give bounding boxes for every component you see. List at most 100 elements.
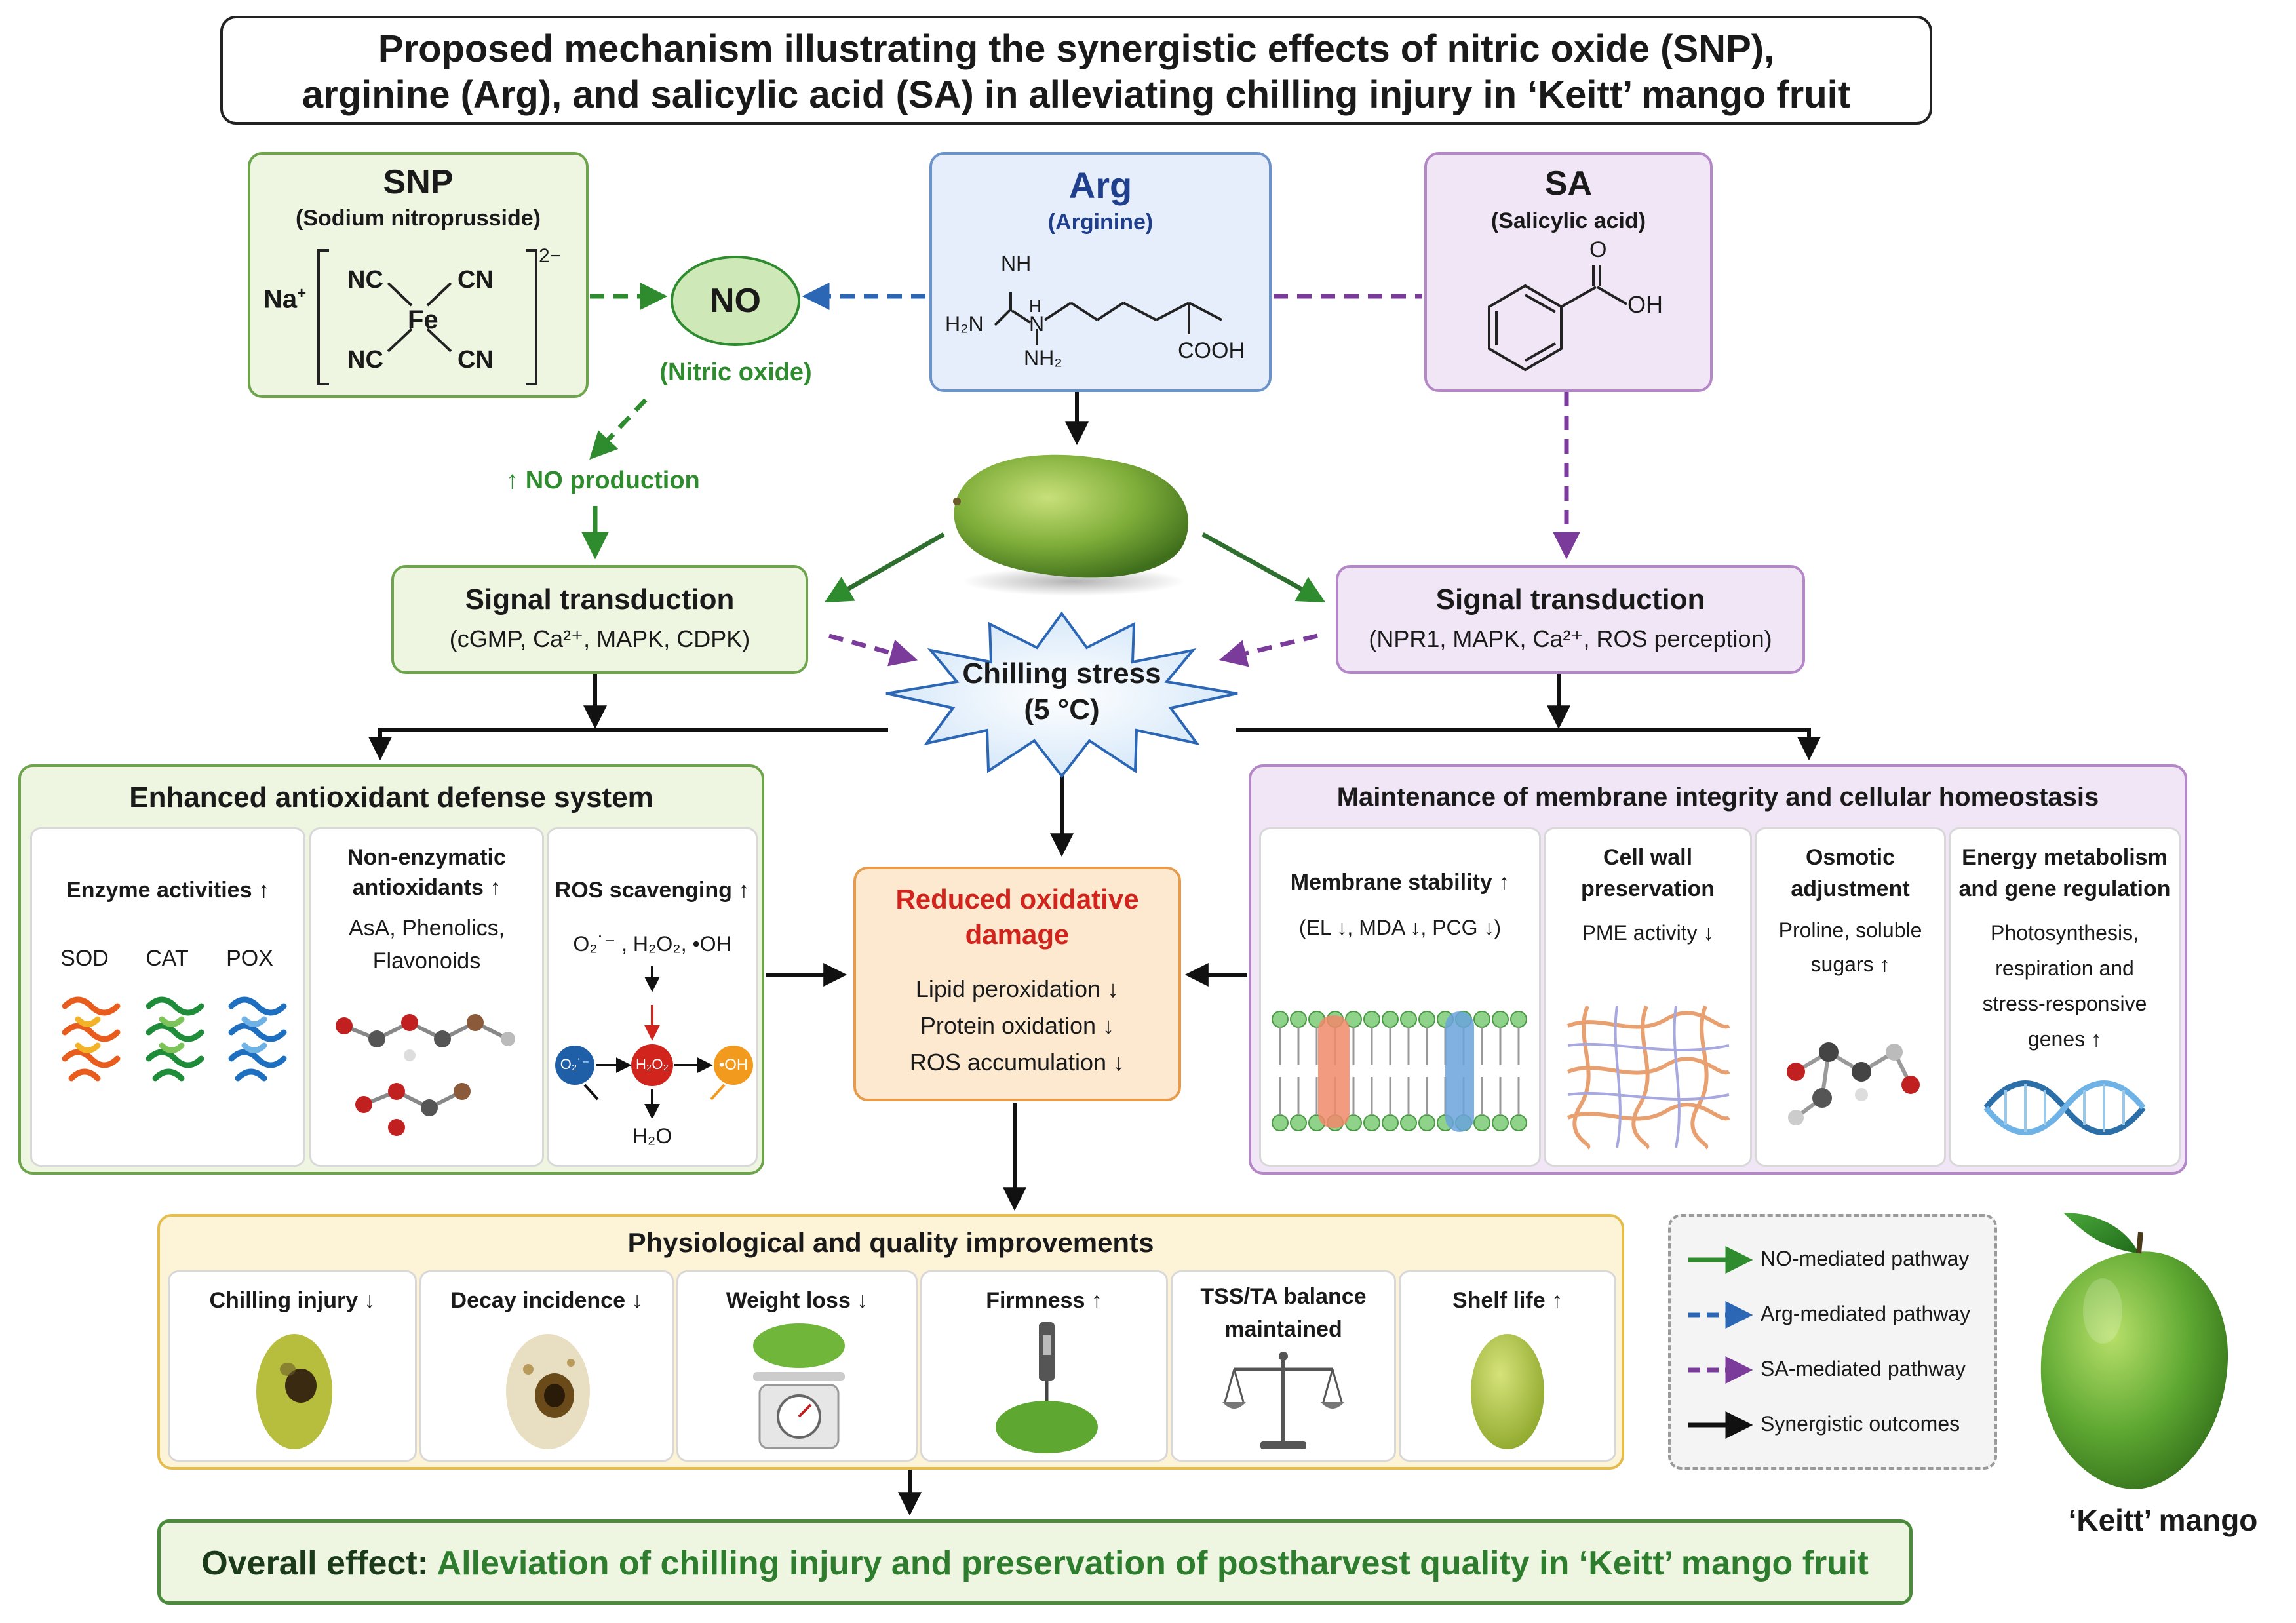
cell-wall-text: PME activity ↓ — [1582, 921, 1714, 945]
legend-label-arg: Arg-mediated pathway — [1761, 1302, 1971, 1325]
physio-label-chilling: Chilling injury ↓ — [209, 1288, 376, 1313]
legend-label-no: NO-mediated pathway — [1761, 1247, 1970, 1270]
snp-fullname: (Sodium nitroprusside) — [296, 206, 541, 231]
membrane-stability-cell: Membrane stability ↑ (EL ↓, MDA ↓, PCG ↓… — [1259, 827, 1541, 1167]
keitt-mango-caption: ‘Keitt’ mango — [2068, 1503, 2258, 1537]
stress-line-2: (5 °C) — [1024, 694, 1100, 726]
snp-na: Na+ — [263, 284, 307, 314]
enzyme-cat: CAT — [146, 946, 189, 971]
physio-label-weight: Weight loss ↓ — [726, 1288, 868, 1313]
osmotic-cell: Osmotic adjustment Proline, soluble suga… — [1755, 827, 1946, 1167]
nonenzymatic-title-1: Non-enzymatic — [347, 845, 506, 870]
membrane-stability-title: Membrane stability ↑ — [1290, 870, 1510, 895]
osmotic-title-1: Osmotic — [1805, 845, 1896, 870]
enzyme-proteins-icon — [62, 996, 287, 1082]
physio-item-shelf: Shelf life ↑ — [1399, 1270, 1616, 1462]
title-line-1: Proposed mechanism illustrating the syne… — [378, 28, 1775, 70]
overall-prefix: Overall effect: — [201, 1544, 429, 1582]
no-node: NO — [671, 256, 800, 346]
energy-text-3: stress-responsive — [1982, 992, 2147, 1015]
snp-charge: 2− — [539, 245, 562, 267]
ros-cell: ROS scavenging ↑ O₂˙⁻ , H₂O₂, •OH O₂˙⁻ H… — [547, 827, 758, 1167]
sa-o: O — [1589, 237, 1607, 262]
chilling-stress-burst — [885, 611, 1238, 779]
arg-nh: NH — [1001, 252, 1032, 275]
no-production: ↑ NO production — [506, 467, 700, 494]
arrow-mango-to-signal-left — [824, 532, 945, 603]
sa-box: SA (Salicylic acid) O OH — [1424, 152, 1713, 392]
arg-h2n: H₂N — [945, 312, 984, 336]
ros-species: O₂˙⁻ , H₂O₂, •OH — [573, 932, 731, 956]
energy-text-4: genes ↑ — [2027, 1027, 2102, 1051]
antioxidant-panel: Enhanced antioxidant defense system Enzy… — [18, 764, 764, 1175]
osmotic-text-1: Proline, soluble — [1778, 918, 1922, 942]
cell-wall-cell: Cell wall preservation PME activity ↓ — [1544, 827, 1752, 1167]
snp-nc-top: NC — [347, 266, 383, 294]
physio-label-tss-1: TSS/TA balance — [1200, 1284, 1367, 1309]
enzyme-title: Enzyme activities ↑ — [66, 878, 269, 903]
snp-box: SNP (Sodium nitroprusside) Na+ 2− Fe NC … — [248, 152, 589, 398]
branch-left — [368, 728, 888, 761]
cell-wall-title-2: preservation — [1580, 876, 1715, 901]
keitt-mango-image — [2040, 1213, 2228, 1489]
fresh-mango-icon — [1471, 1334, 1544, 1449]
cell-wall-network-icon — [1566, 1005, 1730, 1150]
oxidative-item-2: Protein oxidation ↓ — [920, 1012, 1115, 1039]
antioxidant-molecule-icon — [336, 1014, 515, 1136]
enzyme-sod: SOD — [60, 946, 109, 971]
physio-label-firmness: Firmness ↑ — [986, 1288, 1102, 1313]
firmness-tester-icon — [996, 1322, 1098, 1453]
arg-nh2: NH₂ — [1024, 346, 1062, 370]
snp-structure — [317, 249, 537, 385]
arrow-no-to-production — [589, 398, 648, 460]
signal-box-left: Signal transduction (cGMP, Ca²⁺, MAPK, C… — [391, 565, 808, 674]
snp-cn-top: CN — [457, 266, 494, 294]
physio-item-chilling: Chilling injury ↓ — [168, 1270, 417, 1462]
membrane-panel: Maintenance of membrane integrity and ce… — [1249, 764, 2187, 1175]
osmotic-title-2: adjustment — [1791, 876, 1910, 901]
snp-title: SNP — [383, 163, 454, 201]
ros-scavenging-diagram — [555, 966, 753, 1118]
ros-h2o2-label: H₂O₂ — [635, 1056, 669, 1072]
arrow-signal-left-to-stress — [828, 633, 918, 667]
stress-line-1: Chilling stress — [962, 657, 1161, 690]
arg-n: N — [1029, 312, 1045, 336]
legend-swatches — [1688, 1246, 1753, 1439]
arg-box: Arg (Arginine) NH H₂N N H NH₂ COOH — [929, 152, 1272, 392]
snp-fe: Fe — [408, 305, 438, 334]
arg-h: H — [1029, 296, 1041, 316]
arg-structure — [994, 292, 1222, 345]
enzyme-pox: POX — [226, 946, 273, 971]
physio-label-shelf: Shelf life ↑ — [1452, 1288, 1563, 1313]
ros-title: ROS scavenging ↑ — [555, 878, 750, 903]
no-label: NO — [710, 282, 761, 320]
sa-oh: OH — [1627, 291, 1663, 318]
physio-item-tss: TSS/TA balance maintained — [1171, 1270, 1396, 1462]
ros-o2-label: O₂˙⁻ — [560, 1056, 590, 1072]
membrane-stability-text: (EL ↓, MDA ↓, PCG ↓) — [1298, 916, 1502, 939]
ros-water: H₂O — [632, 1124, 672, 1148]
decay-mango-icon — [506, 1334, 590, 1449]
dna-helix-icon — [1983, 1080, 2146, 1135]
chilling-injury-mango-icon — [256, 1334, 332, 1449]
antioxidant-title: Enhanced antioxidant defense system — [129, 781, 653, 813]
physio-title: Physiological and quality improvements — [627, 1227, 1154, 1258]
osmotic-text-2: sugars ↑ — [1810, 952, 1890, 976]
sa-title: SA — [1544, 165, 1593, 203]
oxidative-title-2: damage — [965, 919, 1070, 950]
oxidative-item-3: ROS accumulation ↓ — [909, 1049, 1125, 1076]
nonenzymatic-title-2: antioxidants ↑ — [352, 875, 501, 900]
overall-statement: Alleviation of chilling injury and prese… — [437, 1544, 1869, 1582]
physio-panel: Physiological and quality improvements C… — [157, 1214, 1624, 1470]
proline-molecule-icon — [1787, 1042, 1920, 1125]
overall-effect-text: Overall effect: Alleviation of chilling … — [161, 1544, 1909, 1583]
nonenzymatic-text-1: AsA, Phenolics, — [348, 916, 505, 941]
nonenzymatic-text-2: Flavonoids — [372, 948, 481, 973]
arrow-mango-to-signal-right — [1201, 532, 1326, 603]
cell-wall-title-1: Cell wall — [1603, 845, 1693, 870]
enzyme-cell: Enzyme activities ↑ SOD CAT POX — [30, 827, 305, 1167]
oxidative-title-1: Reduced oxidative — [895, 884, 1139, 914]
snp-nc-bottom: NC — [347, 346, 383, 374]
no-caption: (Nitric oxide) — [659, 359, 812, 386]
